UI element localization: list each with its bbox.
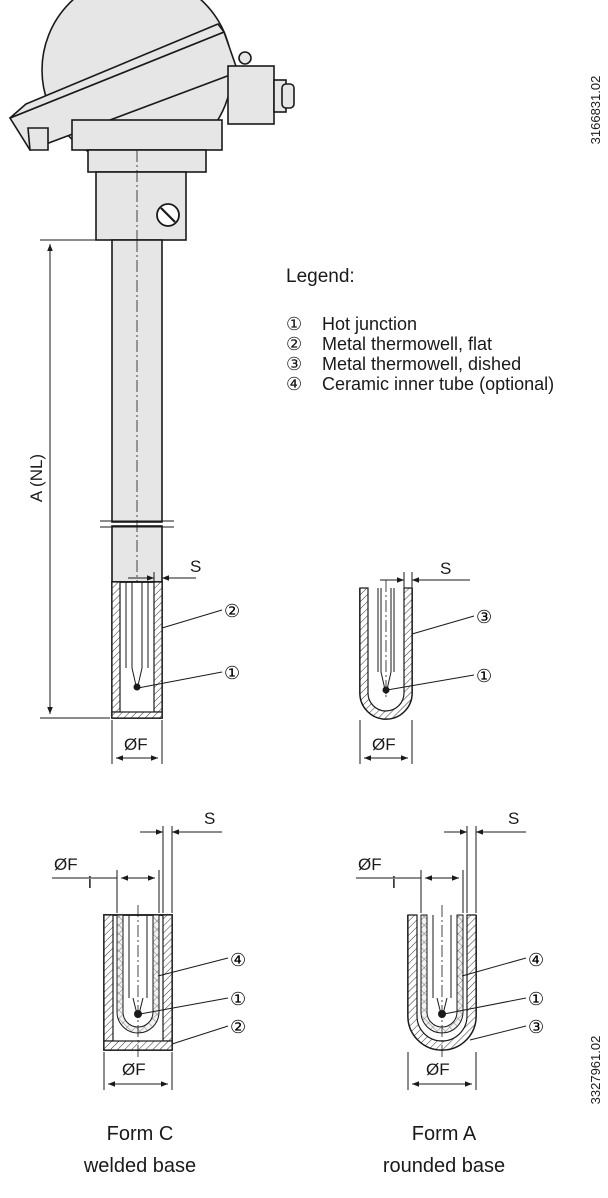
- diameter-dimension-3: [103, 1052, 173, 1090]
- flat-thermowell-section: [111, 581, 163, 719]
- diameter-dimension-2: [359, 720, 413, 764]
- legend-item-4-text: Ceramic inner tube (optional): [322, 374, 554, 394]
- legend-item-3-num: ③: [286, 354, 302, 374]
- diameter-label-4: ØF: [426, 1060, 450, 1079]
- legend-item-3-text: Metal thermowell, dished: [322, 354, 521, 374]
- form-c-section: [103, 905, 173, 1058]
- wall-dimension-1: [128, 572, 196, 584]
- callout-3-form-a: ③: [528, 1017, 544, 1037]
- legend-item-2-text: Metal thermowell, flat: [322, 334, 492, 354]
- diameter-label-3: ØF: [122, 1060, 146, 1079]
- callout-1-top: ①: [224, 663, 240, 683]
- form-c-title: Form C: [107, 1123, 174, 1145]
- inner-diameter-dimension-1: [52, 870, 160, 913]
- probe-tube: [100, 239, 174, 583]
- callout-1-form-c: ①: [230, 989, 246, 1009]
- legend: Legend: ① Hot junction ② Metal thermowel…: [286, 266, 554, 394]
- callout-1-form-a: ①: [528, 989, 544, 1009]
- callout-4-form-c: ④: [230, 950, 246, 970]
- legend-item-2-num: ②: [286, 334, 302, 354]
- wall-dimension-2: [380, 572, 470, 590]
- wall-dimension-4: [444, 826, 526, 913]
- inner-diameter-sub-2: i: [392, 873, 396, 892]
- callout-2-form-c: ②: [230, 1017, 246, 1037]
- diameter-label-2: ØF: [372, 735, 396, 754]
- callout-1-right: ①: [476, 666, 492, 686]
- callout-2-top: ②: [224, 601, 240, 621]
- callout-4-form-a: ④: [528, 950, 544, 970]
- legend-item-1-text: Hot junction: [322, 314, 417, 334]
- inner-diameter-sub-1: i: [88, 873, 92, 892]
- wall-label-4: S: [508, 809, 519, 828]
- form-c-subtitle: welded base: [83, 1155, 196, 1177]
- drawing-code-top: 3166831.02: [588, 76, 603, 145]
- callout-3-right: ③: [476, 607, 492, 627]
- form-a-title: Form A: [412, 1123, 477, 1145]
- wall-label-3: S: [204, 809, 215, 828]
- legend-item-4-num: ④: [286, 374, 302, 394]
- inner-diameter-label-2: ØF: [358, 855, 382, 874]
- inner-diameter-label-1: ØF: [54, 855, 78, 874]
- wall-label-1: S: [190, 557, 201, 576]
- diameter-dimension-4: [407, 1052, 477, 1090]
- length-label: A (NL): [27, 454, 46, 502]
- connection-head: [8, 0, 295, 241]
- form-a-section: [407, 905, 477, 1058]
- diameter-label-1: ØF: [124, 735, 148, 754]
- drawing-code-bottom: 3327961.02: [588, 1036, 603, 1105]
- wall-label-2: S: [440, 559, 451, 578]
- wall-dimension-3: [140, 826, 222, 913]
- inner-diameter-dimension-2: [356, 870, 464, 913]
- legend-item-1-num: ①: [286, 314, 302, 334]
- form-a-subtitle: rounded base: [383, 1155, 505, 1177]
- diameter-dimension-1: [111, 720, 163, 764]
- dished-thermowell-section: [359, 580, 413, 720]
- legend-title: Legend:: [286, 266, 355, 287]
- length-dimension: [40, 239, 110, 719]
